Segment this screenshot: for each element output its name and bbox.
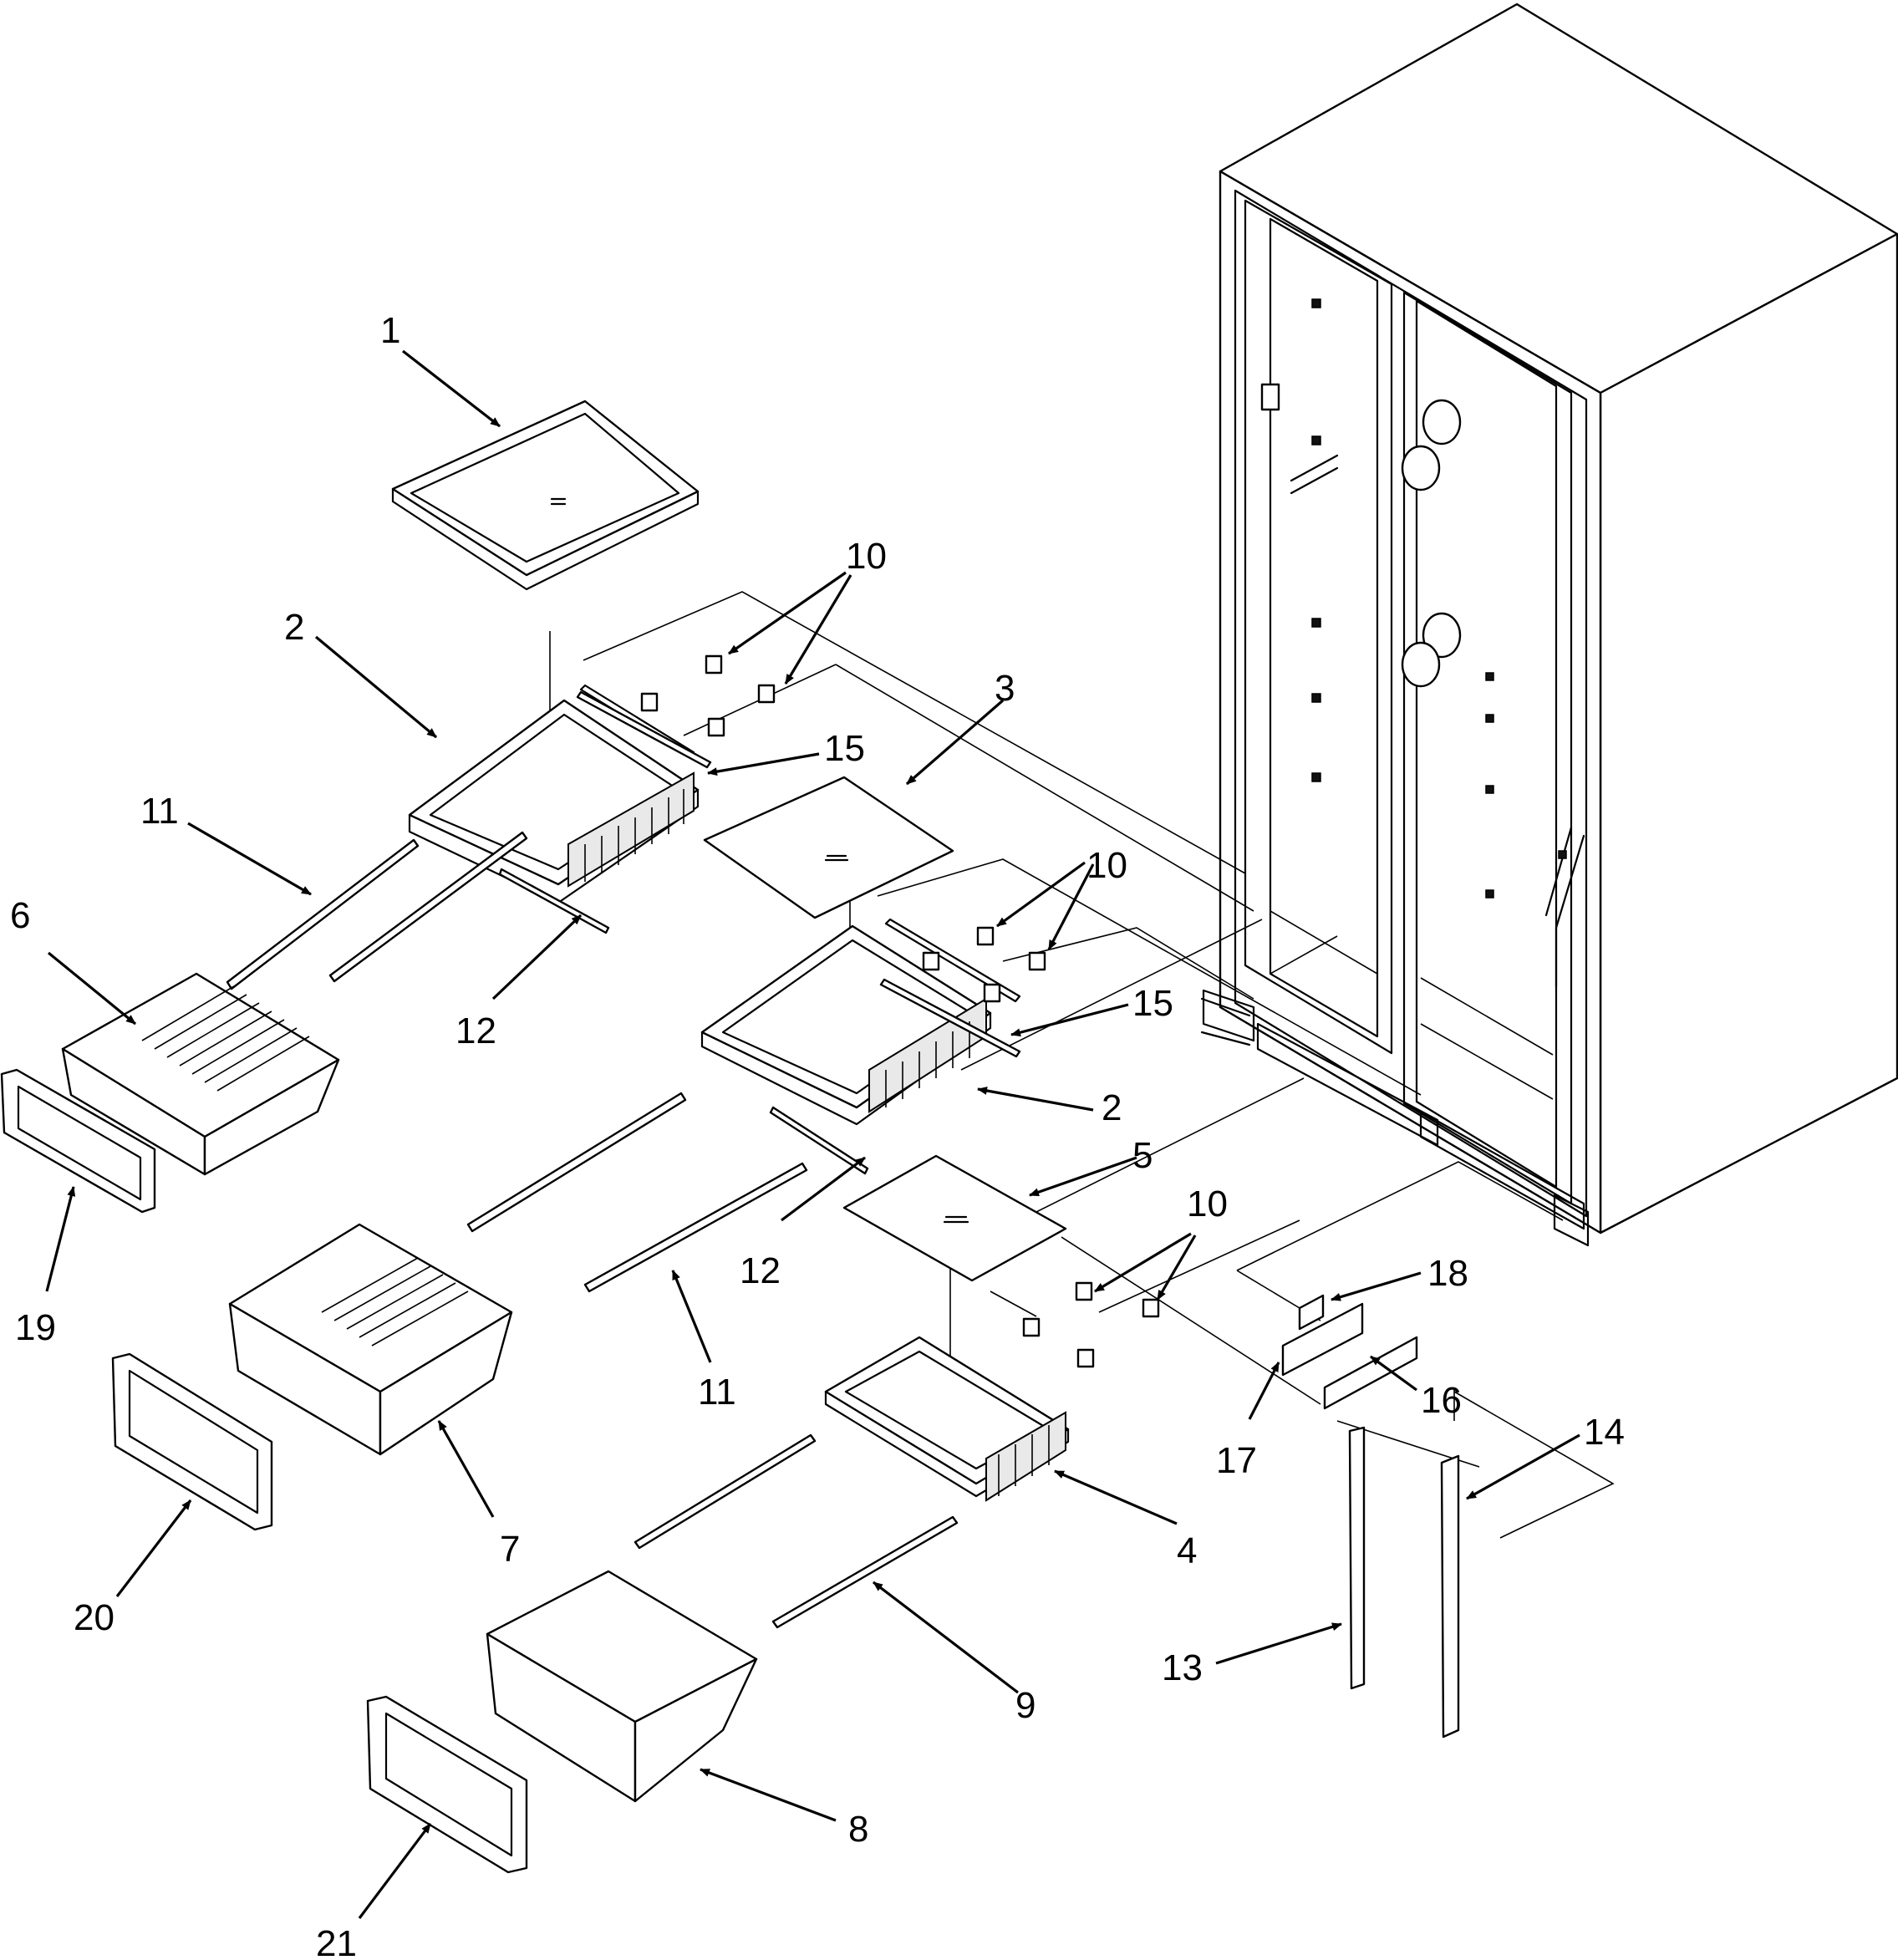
callout-3: 3 bbox=[995, 668, 1015, 709]
part-2-crisper-frame-top bbox=[408, 684, 700, 904]
part-1-shelf bbox=[391, 400, 700, 591]
callout-10-top: 10 bbox=[846, 536, 887, 577]
part-13-trim bbox=[1348, 1426, 1366, 1690]
callout-2-top: 2 bbox=[284, 607, 304, 648]
part-10-shelf-supports bbox=[640, 654, 1160, 1368]
part-19-drawer-front bbox=[0, 1068, 156, 1214]
callout-18: 18 bbox=[1427, 1253, 1468, 1294]
crisper-frame-ribs bbox=[584, 789, 684, 882]
part-18-bracket bbox=[1298, 1294, 1325, 1331]
part-6-drawer bbox=[61, 972, 340, 1176]
callout-2-middle: 2 bbox=[1102, 1087, 1122, 1128]
callout-12-middle: 12 bbox=[740, 1250, 781, 1291]
crisper-frame-ribs bbox=[998, 1425, 1050, 1496]
drawer-ridges bbox=[141, 985, 310, 1092]
callout-11-bottom: 11 bbox=[698, 1372, 736, 1413]
callout-8: 8 bbox=[848, 1809, 868, 1850]
callout-19: 19 bbox=[15, 1307, 56, 1348]
part-14-trim bbox=[1440, 1454, 1460, 1739]
part-4-crisper-frame bbox=[824, 1336, 1070, 1502]
callout-17: 17 bbox=[1216, 1440, 1257, 1481]
part-17-bracket bbox=[1281, 1302, 1364, 1377]
part-5-glass-panel bbox=[842, 1154, 1067, 1282]
callout-15-middle: 15 bbox=[1132, 983, 1173, 1024]
callout-4: 4 bbox=[1177, 1530, 1197, 1571]
callout-14: 14 bbox=[1584, 1412, 1625, 1453]
callout-5: 5 bbox=[1132, 1135, 1153, 1176]
refrigerator-cabinet bbox=[1200, 3, 1898, 1247]
callout-15-top: 15 bbox=[824, 728, 865, 769]
callout-13: 13 bbox=[1162, 1647, 1203, 1688]
callout-10-middle: 10 bbox=[1086, 845, 1127, 886]
part-7-drawer bbox=[228, 1223, 513, 1456]
callout-9: 9 bbox=[1015, 1685, 1036, 1726]
part-16-bracket bbox=[1323, 1336, 1418, 1410]
part-3-glass-panel bbox=[703, 776, 954, 919]
leader-arrows bbox=[45, 349, 1580, 1919]
callout-6: 6 bbox=[10, 895, 30, 936]
callout-12-top: 12 bbox=[455, 1011, 496, 1051]
callout-10-bottom: 10 bbox=[1187, 1184, 1228, 1224]
callout-11-top: 11 bbox=[140, 791, 179, 832]
drawer-ridges bbox=[321, 1257, 469, 1347]
callout-20: 20 bbox=[74, 1597, 114, 1638]
cabinet-vents bbox=[1401, 399, 1462, 688]
callout-7: 7 bbox=[500, 1529, 520, 1570]
callout-21: 21 bbox=[316, 1923, 357, 1960]
callout-labels: 1 2 3 10 15 11 6 12 10 15 2 5 10 12 18 1… bbox=[10, 310, 1625, 1960]
crisper-frame-ribs bbox=[885, 1021, 970, 1107]
part-2-crisper-frame-middle bbox=[700, 918, 1021, 1126]
part-8-drawer bbox=[486, 1570, 758, 1803]
part-20-drawer-front bbox=[111, 1352, 273, 1531]
part-21-drawer-front bbox=[366, 1695, 528, 1874]
callout-1: 1 bbox=[380, 310, 400, 351]
slide-rails bbox=[226, 690, 1021, 1629]
cabinet-mounting-points bbox=[1311, 298, 1567, 899]
callout-16: 16 bbox=[1421, 1380, 1462, 1421]
